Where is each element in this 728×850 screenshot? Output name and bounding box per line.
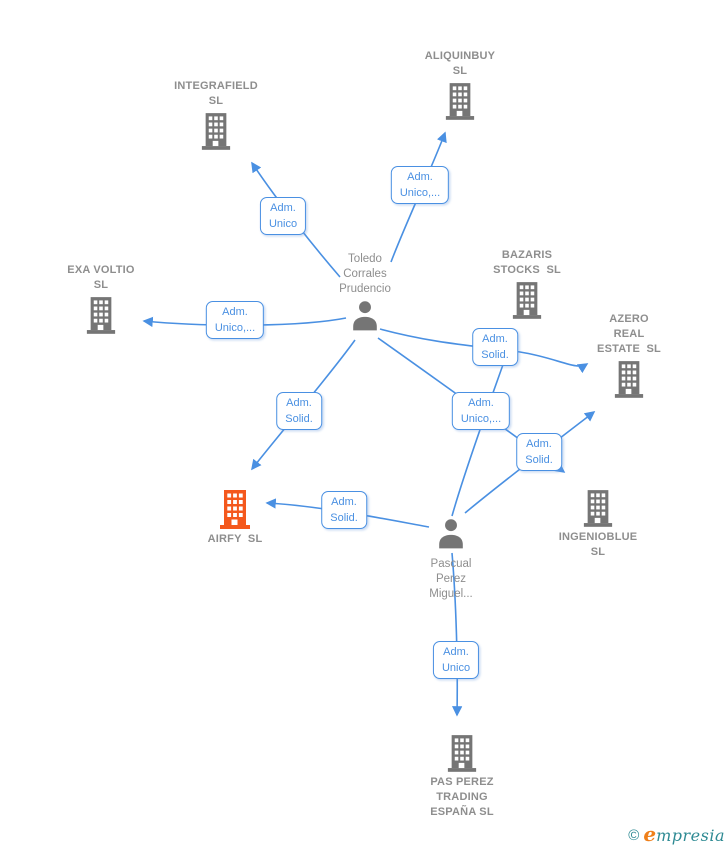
company-name: INTEGRAFIELD SL [174,80,258,107]
node-company-aliquinbuy[interactable]: ALIQUINBUY SL [390,49,530,123]
edge-label-toledo-airfy[interactable]: Adm. Solid. [276,392,322,430]
company-name: AZERO REAL ESTATE SL [597,313,661,355]
building-icon [512,282,542,319]
node-company-airfy[interactable]: AIRFY SL [165,486,305,547]
empresia-logo[interactable]: ©empresia [628,822,725,846]
company-name: INGENIOBLUE SL [558,531,638,558]
company-name: PAS PEREZ TRADING ESPAÑA SL [430,776,494,818]
node-company-exa-voltio[interactable]: EXA VOLTIO SL [31,263,171,337]
brand-letter-e: e [643,822,657,846]
company-name: ALIQUINBUY SL [424,50,496,77]
brand-text: mpresia [656,826,725,845]
edge-label-toledo-azero[interactable]: Adm. Solid. [472,328,518,366]
building-icon [86,297,116,334]
building-icon [583,490,613,527]
edge-label-pascual-bazaris[interactable]: Adm. Unico,... [451,392,511,430]
building-icon [445,83,475,120]
node-company-azero[interactable]: AZERO REAL ESTATE SL [559,312,699,401]
edge-label-toledo-aliquinbuy[interactable]: Adm. Unico,... [390,166,450,204]
person-name: Toledo Corrales Prudencio [339,253,391,295]
edge-pascual-pas-perez [451,552,463,717]
company-name: EXA VOLTIO SL [67,264,135,291]
company-name: BAZARIS STOCKS SL [493,249,561,276]
building-icon [220,490,250,529]
person-name: Pascual Perez Miguel... [429,558,473,600]
building-icon [447,735,477,772]
node-company-pas-perez[interactable]: PAS PEREZ TRADING ESPAÑA SL [392,731,532,820]
company-name: AIRFY SL [207,533,263,545]
edge-label-pascual-azero[interactable]: Adm. Solid. [516,433,562,471]
node-company-integrafield[interactable]: INTEGRAFIELD SL [146,79,286,153]
person-icon [353,301,377,331]
building-icon [614,361,644,398]
node-company-bazaris[interactable]: BAZARIS STOCKS SL [457,248,597,322]
node-company-ingenioblue[interactable]: INGENIOBLUE SL [528,486,668,560]
edge-label-toledo-exa-voltio[interactable]: Adm. Unico,... [205,301,265,339]
node-person-toledo[interactable]: Toledo Corrales Prudencio [295,252,435,334]
building-icon [201,113,231,150]
edge-label-pascual-airfy[interactable]: Adm. Solid. [321,491,367,529]
node-person-pascual[interactable]: Pascual Perez Miguel... [381,515,521,602]
person-icon [439,519,463,549]
edge-label-toledo-integrafield[interactable]: Adm. Unico [259,197,307,235]
copyright-icon: © [628,827,640,844]
edge-label-pascual-pas-perez[interactable]: Adm. Unico [432,641,480,679]
